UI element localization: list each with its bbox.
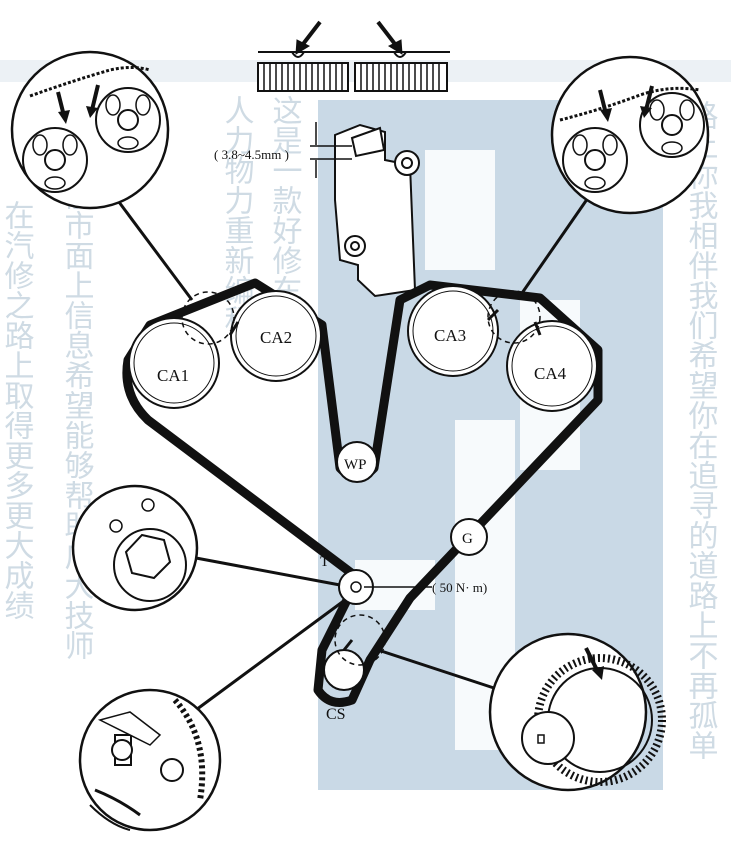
tensioner-gap-label: ( 3.8~4.5mm ) <box>214 147 289 162</box>
alignment-mark-circles <box>181 290 541 666</box>
pulley-ca2-label: CA2 <box>260 328 292 347</box>
tensioner-detail <box>310 122 420 298</box>
pulley-ca1-label: CA1 <box>157 366 189 385</box>
belt-tooth-detail <box>257 20 450 92</box>
tensioner-torque-label: ( 50 N· m) <box>432 580 487 595</box>
inset-holding-tool <box>78 688 222 832</box>
alignment-notch-left <box>291 51 305 58</box>
pulley-t-label: T <box>320 554 329 570</box>
timing-mark-ca3 <box>486 308 500 322</box>
pulley-ca3: CA3 <box>407 285 499 377</box>
inset-top-left-cam-gears <box>10 50 170 210</box>
bolt-center-top <box>401 157 413 169</box>
mark-circle-ca1-ca2 <box>181 291 235 345</box>
bolt-center-lower <box>350 241 360 251</box>
belt-segment-right <box>354 62 448 92</box>
alignment-notch-right <box>393 51 407 58</box>
watermark-col-right: 路上你我相伴我们希望你在追寻的道路上不再孤单 <box>683 100 719 760</box>
watermark-col-4: 这是一款好修车 <box>267 95 303 305</box>
pulley-g-label: G <box>462 531 473 547</box>
belt-segment-left <box>257 62 349 92</box>
leader-mid-left <box>179 553 341 587</box>
pulley-ca2: CA2 <box>230 290 322 382</box>
mark-circle-ca3-ca4 <box>487 290 541 344</box>
timing-mark-ca4 <box>533 321 542 336</box>
timing-mark-ca2 <box>228 321 240 336</box>
pulley-ca4-label: CA4 <box>534 364 567 383</box>
leader-bottom-right <box>377 648 501 692</box>
pulley-t: T <box>320 554 374 605</box>
pulley-wp: WP <box>336 441 378 483</box>
watermark-col-1: 在汽修之路上取得更多更大成绩 <box>0 200 35 620</box>
pulley-cs-label: CS <box>326 706 346 723</box>
arrow-head-left <box>295 39 311 55</box>
pulley-g: G <box>450 518 488 556</box>
pulley-ca3-label: CA3 <box>434 326 466 345</box>
arrow-head-right <box>387 39 403 55</box>
tensioner-arm <box>350 126 386 158</box>
pulley-wp-label: WP <box>344 457 367 473</box>
inset-crank-sprocket <box>488 632 666 792</box>
inset-tensioner-bolt <box>71 484 199 612</box>
leader-top-left <box>108 189 194 301</box>
pulley-cs: CS <box>323 639 365 723</box>
watermark-glyph-block <box>425 150 495 270</box>
leader-top-right <box>518 194 592 297</box>
leader-bottom-left <box>184 598 346 720</box>
mark-circle-cs <box>334 614 386 666</box>
pulley-ca4: CA4 <box>506 320 598 412</box>
inset-leader-lines <box>108 189 592 720</box>
pulley-ca1: CA1 <box>128 317 220 409</box>
inset-top-right-cam-gears <box>550 55 710 215</box>
